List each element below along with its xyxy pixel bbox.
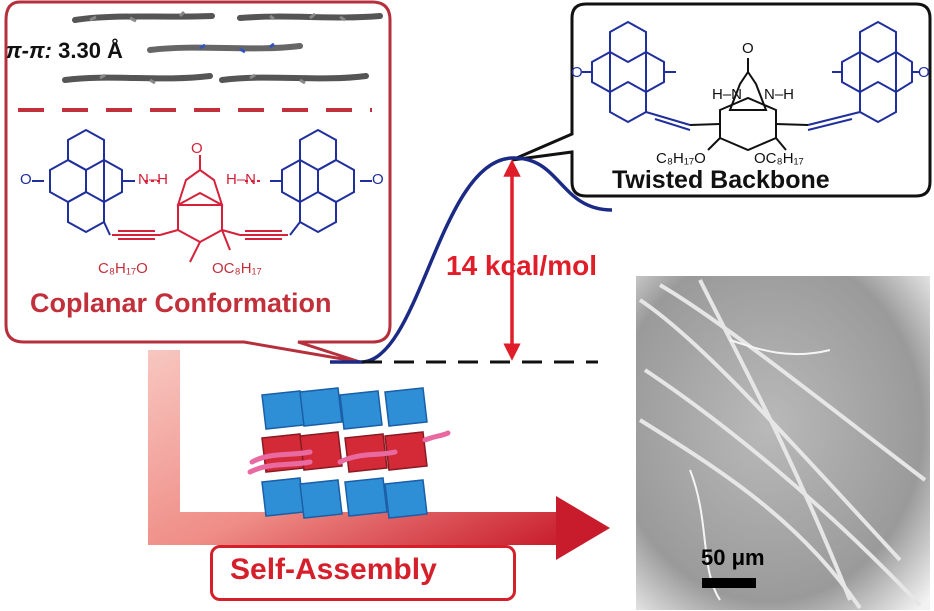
- coplanar-title: Coplanar Conformation: [30, 288, 332, 318]
- carbonyl-label: O: [20, 171, 32, 188]
- coplanar-molecule: [32, 128, 372, 263]
- coplanar-callout: [4, 0, 392, 364]
- twisted-title: Twisted Backbone: [612, 166, 830, 194]
- nh-label: N–H: [764, 86, 795, 103]
- self-assembly-arrow: [148, 350, 610, 560]
- energy-curve: [330, 156, 613, 364]
- self-assembly-label: Self-Assembly: [230, 553, 437, 586]
- carbonyl-label: O: [742, 40, 754, 57]
- nh-label: H–N: [226, 171, 257, 188]
- sem-micrograph: [636, 276, 930, 610]
- self-assembly-badge: [210, 545, 516, 601]
- carbonyl-label: O: [372, 171, 384, 188]
- scale-bar-label: 50 μm: [701, 545, 765, 570]
- nh-label: H–N: [712, 86, 743, 103]
- twisted-callout: [511, 2, 932, 198]
- alkoxy-left-label: C₈H₁₇O: [656, 150, 706, 167]
- carbonyl-label: O: [191, 140, 203, 157]
- alkoxy-right-label: OC₈H₁₇: [754, 150, 804, 167]
- carbonyl-label: O: [571, 64, 583, 81]
- alkoxy-right-label: OC₈H₁₇: [212, 260, 262, 277]
- pi-stacking-label: π-π: 3.30 Å: [6, 38, 123, 63]
- twisted-molecule: [582, 20, 920, 152]
- anthraquinone-right: [270, 128, 372, 236]
- assembly-schematic: [247, 387, 451, 519]
- nh-label: N–H: [138, 171, 169, 188]
- alkoxy-left-label: C₈H₁₇O: [98, 260, 148, 277]
- carbonyl-label: O: [918, 64, 930, 81]
- urea-core: [159, 155, 241, 263]
- anthraquinone-left: [32, 128, 135, 236]
- energy-barrier-label: 14 kcal/mol: [446, 250, 597, 281]
- crystal-stack: [62, 10, 383, 85]
